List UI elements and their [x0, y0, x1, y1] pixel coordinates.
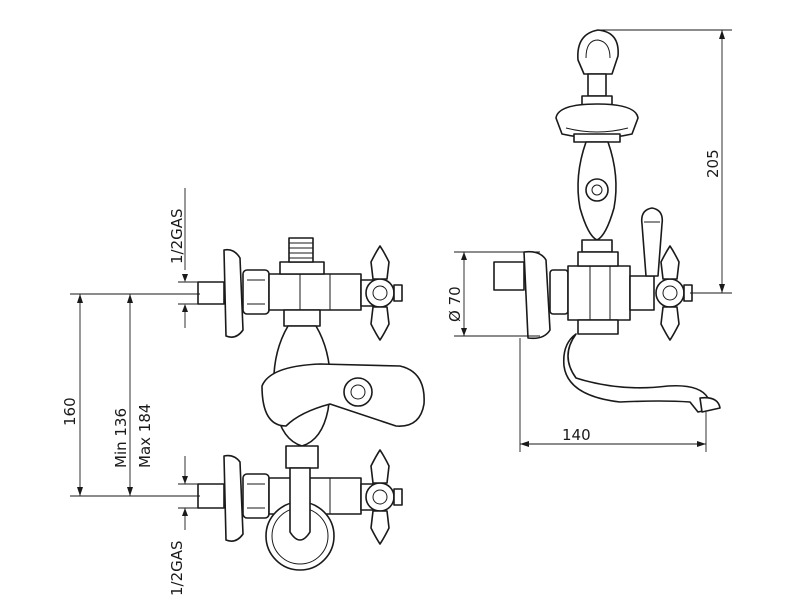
bath-spout	[562, 333, 721, 413]
hose-connection	[265, 467, 335, 571]
top-body	[268, 261, 362, 327]
max-centres-label: Max 184	[136, 404, 154, 468]
diverter-knob	[640, 207, 664, 277]
connection-top-label: 1/2GAS	[168, 208, 186, 264]
front-spout	[261, 363, 425, 427]
spout-projection-label: 140	[562, 426, 591, 444]
handshower-body	[577, 141, 617, 253]
front-dimensions: 1/2GAS 1/2GAS 160 Min 136 Max 184	[61, 188, 204, 596]
top-inlet	[197, 248, 270, 338]
bottom-cross-handle	[360, 449, 403, 545]
diverter-spring	[288, 237, 314, 263]
bottom-inlet	[197, 454, 270, 542]
handshower-head	[555, 95, 639, 143]
side-cross-handle	[655, 245, 693, 341]
top-cross-handle	[360, 245, 403, 341]
diameter-label: Ø 70	[446, 286, 464, 322]
handshower-height-label: 205	[704, 149, 722, 178]
side-wall-inlet	[493, 250, 569, 340]
centre-distance-label: 160	[61, 397, 79, 426]
side-view	[493, 29, 721, 413]
connection-bottom-label: 1/2GAS	[168, 540, 186, 596]
side-main-body	[567, 251, 655, 335]
min-centres-label: Min 136	[112, 408, 130, 468]
handshower-hook	[577, 29, 619, 97]
front-view	[197, 237, 425, 571]
side-dimensions: Ø 70 140 205	[446, 29, 732, 452]
